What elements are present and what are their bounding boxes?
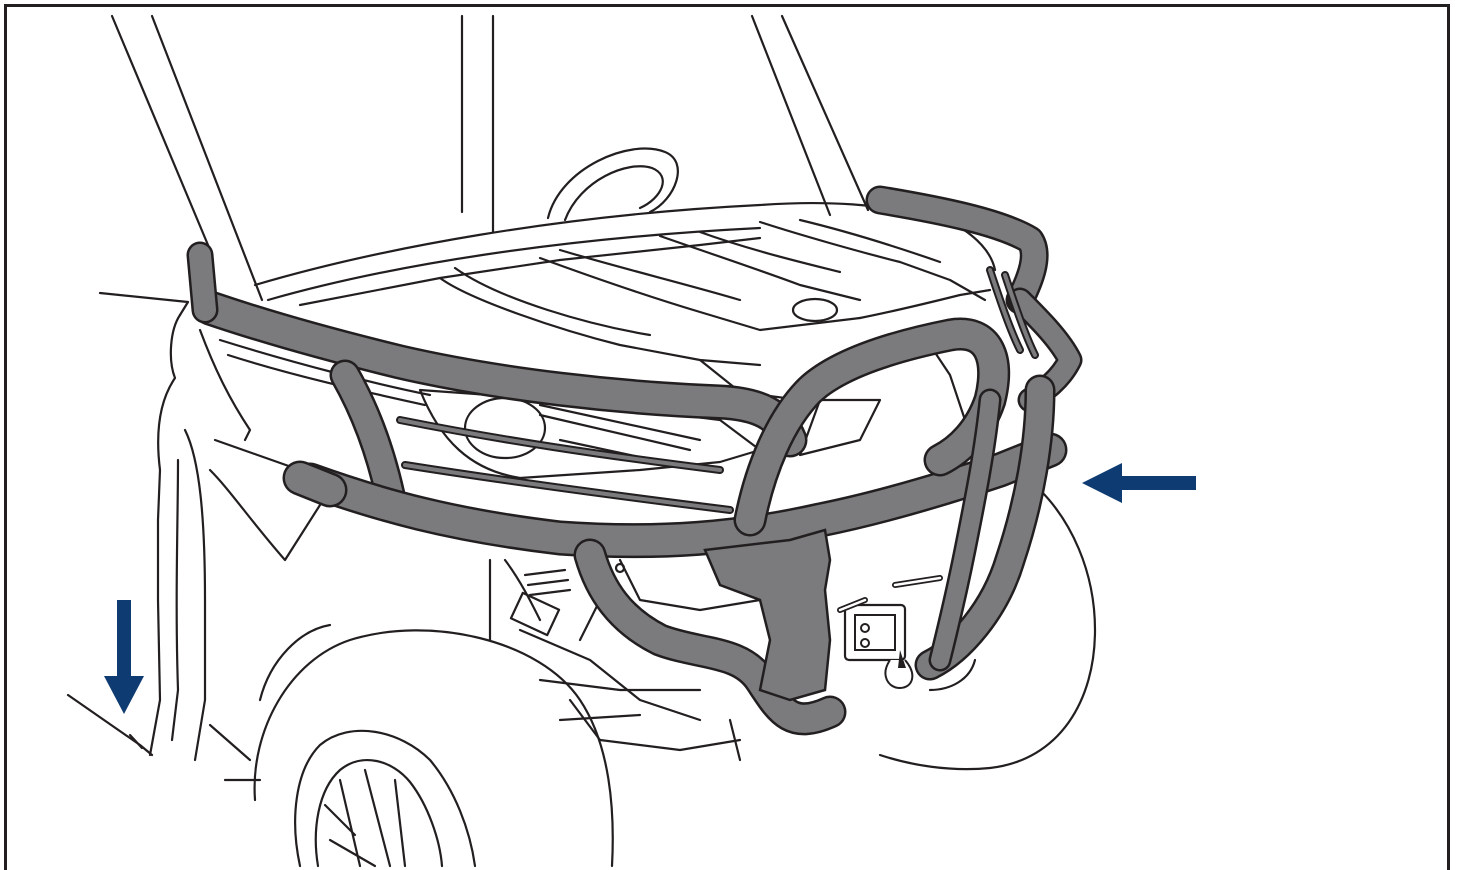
bumper-tube	[189, 244, 216, 321]
bumper-mount-bracket	[703, 528, 832, 702]
bumper-tube	[576, 541, 844, 733]
bumper-bar	[403, 463, 732, 512]
left-fender	[66, 291, 322, 782]
steering-wheel	[546, 147, 679, 222]
bumper-tube	[295, 435, 1065, 556]
winch-hitch	[837, 575, 943, 690]
right-wheel	[878, 488, 1097, 771]
bumper-tube	[285, 463, 345, 505]
arrow-left-icon	[1082, 463, 1196, 503]
bumper-tube	[868, 188, 1047, 312]
bumper-bar	[988, 268, 1022, 352]
bumper-tube	[931, 391, 999, 669]
vehicle-hood	[218, 201, 997, 422]
bumper-bar	[1003, 273, 1037, 357]
front-wheel	[253, 623, 614, 868]
bumper-tube	[195, 293, 805, 455]
bumper-tube	[332, 362, 403, 508]
arrow-down-icon	[104, 600, 144, 714]
front-bumper	[186, 185, 1083, 736]
roll-cage	[110, 14, 870, 302]
illustration-frame	[4, 4, 1450, 870]
bumper-tube	[917, 377, 1053, 678]
suspension	[488, 558, 762, 762]
bumper-bar	[398, 418, 722, 472]
